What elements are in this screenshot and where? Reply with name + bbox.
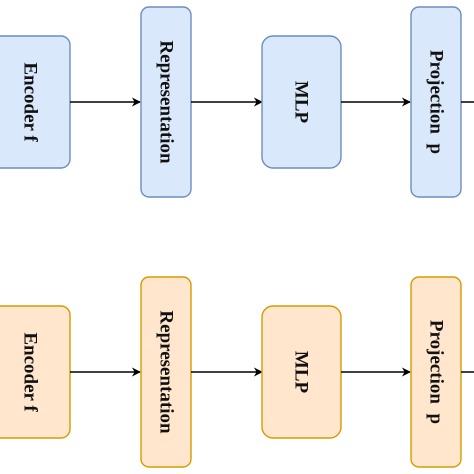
top-projection-label: Projection p [426, 50, 447, 154]
top-representation-label: Representation [156, 40, 177, 164]
top-encoder-label: Encoder f [20, 62, 41, 142]
bottom-representation-label: Representation [156, 310, 177, 434]
top-mlp-label: MLP [291, 81, 312, 124]
bottom-projection-label: Projection p [426, 320, 447, 424]
bottom-mlp-label: MLP [291, 351, 312, 394]
bottom-branch: Encoder f Representation MLP Projection … [0, 276, 474, 468]
top-branch: Encoder f Representation MLP Projection … [0, 6, 474, 198]
bottom-encoder-label: Encoder f [20, 332, 41, 412]
